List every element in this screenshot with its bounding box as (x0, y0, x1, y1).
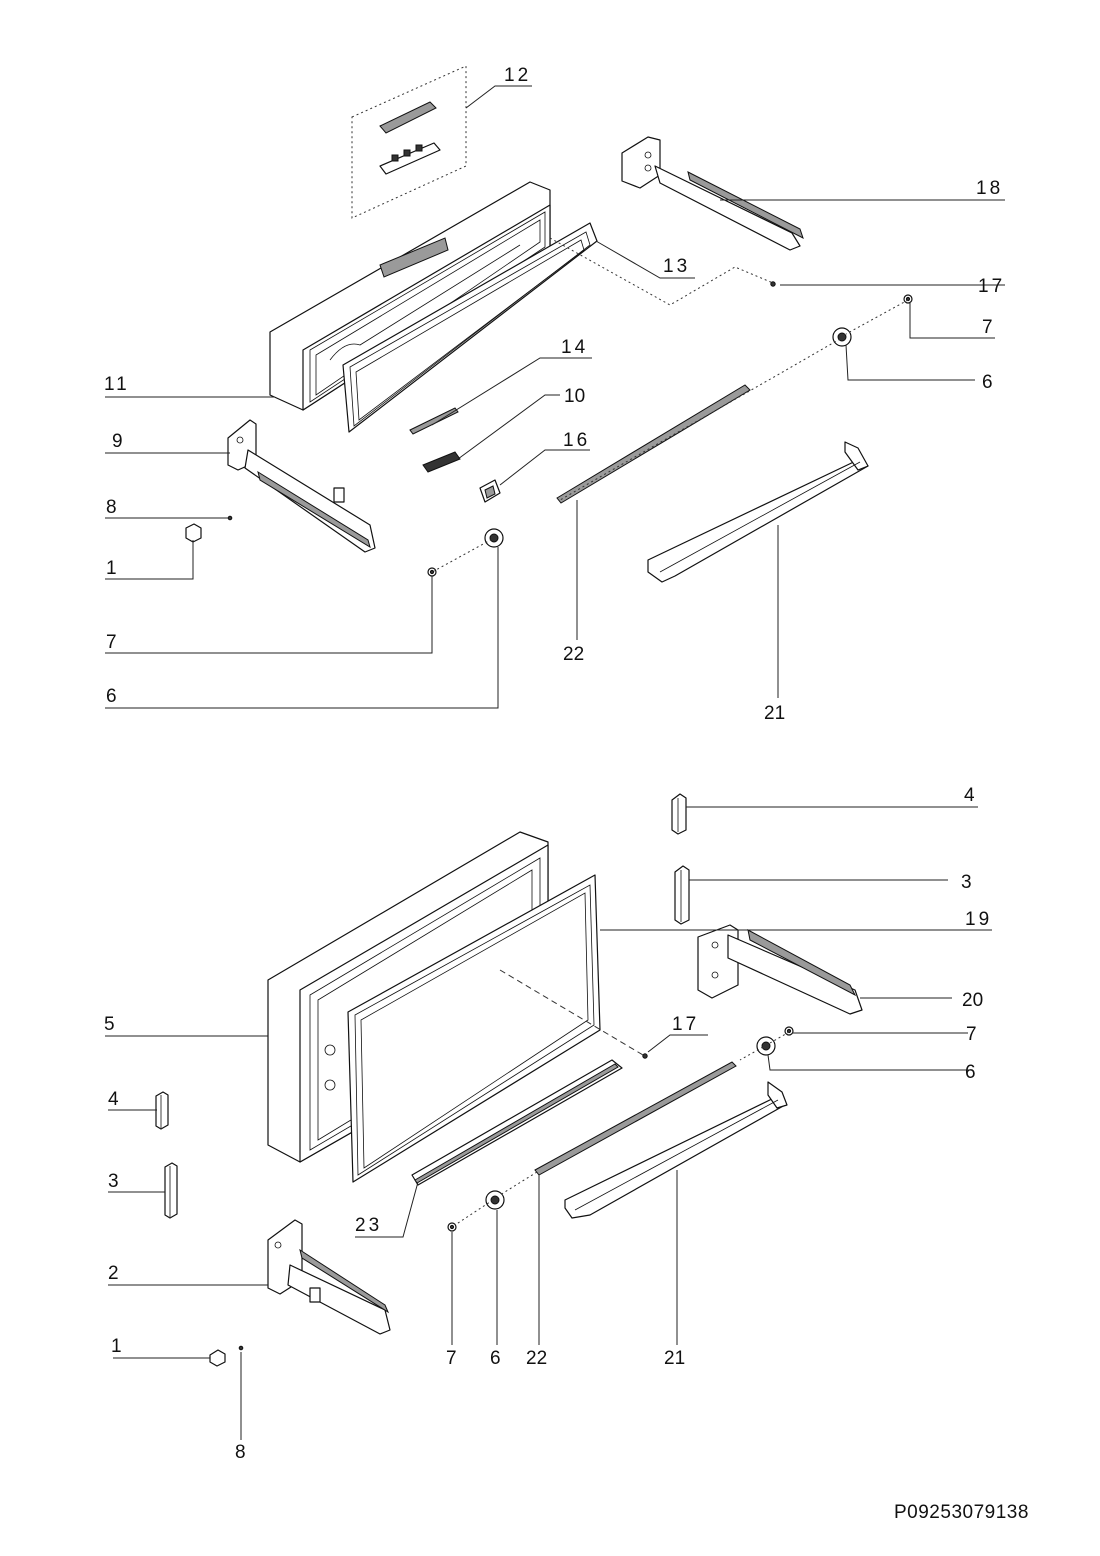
rail-bracket-part-18 (621, 136, 804, 251)
plate-part-10 (422, 451, 461, 473)
callout-6-top-left: 6 (106, 686, 117, 707)
gear-part-6-top-right (832, 327, 852, 347)
callout-1-bottom: 1 (111, 1336, 122, 1357)
screw-part-17-top (770, 281, 776, 287)
screw-part-17-bottom (642, 1053, 648, 1059)
callout-1-top: 1 (106, 558, 117, 579)
clip-part-16 (479, 479, 501, 503)
control-panel-part-12 (351, 65, 467, 219)
washer-part-7-bottom-right (784, 1026, 794, 1036)
callout-12: 12 (504, 65, 531, 86)
screw-part-8-top (227, 515, 233, 521)
callout-7-top-right: 7 (982, 317, 993, 338)
washer-part-7-bottom-left (447, 1222, 457, 1232)
callout-3-right: 3 (961, 872, 972, 893)
callout-6-top-right: 6 (982, 372, 993, 393)
callout-10: 10 (564, 386, 585, 407)
gear-part-6-top-left (484, 528, 504, 548)
rail-bracket-part-19-20 (697, 924, 863, 1015)
washer-part-7-top-right (903, 294, 913, 304)
callout-3-left: 3 (108, 1171, 119, 1192)
trim-part-4-left (155, 1091, 169, 1130)
gear-part-6-bottom-left (485, 1190, 505, 1210)
rail-bracket-part-2 (267, 1219, 391, 1335)
trim-part-3-right (674, 865, 690, 925)
trim-bar-part-23 (411, 1059, 623, 1186)
callout-17-bottom: 17 (672, 1014, 699, 1035)
callout-4-right: 4 (964, 785, 975, 806)
shaft-part-22-bottom (534, 1061, 737, 1176)
callout-6-bottom-right: 6 (965, 1062, 976, 1083)
callout-16: 16 (563, 430, 590, 451)
callout-9: 9 (112, 431, 123, 452)
rail-bracket-part-9 (227, 419, 376, 553)
callout-17-top: 17 (978, 276, 1005, 297)
callout-18: 18 (976, 178, 1003, 199)
screw-part-8-bottom (238, 1345, 244, 1351)
callout-13: 13 (663, 256, 690, 277)
callout-22-top: 22 (563, 644, 584, 665)
callout-14: 14 (561, 337, 588, 358)
callout-19: 19 (965, 909, 992, 930)
rail-bar-part-21-bottom (564, 1081, 788, 1219)
callout-2: 2 (108, 1263, 119, 1284)
top-drawer-assembly: 12 18 13 17 7 6 11 14 10 9 16 8 1 7 22 6… (104, 65, 1005, 724)
trim-part-3-left (164, 1162, 178, 1219)
washer-part-7-top-left (427, 567, 437, 577)
gear-part-6-bottom-right (756, 1036, 776, 1056)
gasket-frame-part-13 (342, 222, 598, 433)
callout-11: 11 (104, 374, 130, 395)
stop-part-1-top (185, 523, 202, 543)
callout-7-bottom-right: 7 (966, 1024, 977, 1045)
callout-20: 20 (962, 990, 983, 1011)
callout-4-left: 4 (108, 1089, 119, 1110)
callout-6-bottom-left: 6 (490, 1348, 501, 1369)
callout-7-bottom-left: 7 (446, 1348, 457, 1369)
rod-part-14 (409, 407, 459, 435)
callout-23: 23 (355, 1215, 382, 1236)
callout-21-top: 21 (764, 703, 785, 724)
rail-bar-part-21 (647, 441, 869, 583)
callout-22-bottom: 22 (526, 1348, 547, 1369)
callout-21-bottom: 21 (664, 1348, 685, 1369)
callout-8-bottom: 8 (235, 1442, 246, 1463)
drawing-code: P09253079138 (894, 1502, 1029, 1523)
trim-part-4-right (671, 793, 687, 835)
bottom-drawer-assembly: 4 3 19 20 5 17 7 6 4 3 23 2 1 7 6 22 21 … (104, 785, 992, 1463)
stop-part-1-bottom (209, 1349, 226, 1367)
gasket-frame-part-19 (347, 874, 601, 1183)
callout-7-top-left: 7 (106, 632, 117, 653)
callout-8-top: 8 (106, 497, 117, 518)
callout-5: 5 (104, 1014, 115, 1035)
